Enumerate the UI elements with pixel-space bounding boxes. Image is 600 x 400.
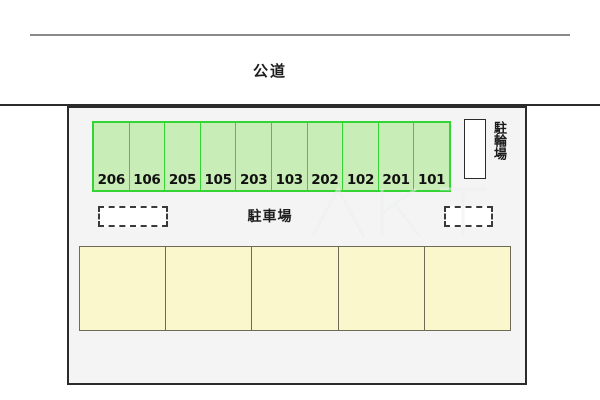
dashed-marker-box-right	[444, 206, 493, 227]
building-unit[interactable]	[80, 247, 167, 330]
parking-stall-number: 101	[418, 171, 446, 188]
parking-stall[interactable]: 202	[307, 123, 344, 190]
building-unit[interactable]	[424, 247, 511, 330]
road-line-bottom	[0, 104, 600, 106]
parking-stall-number: 202	[311, 171, 339, 188]
public-road-label: 公道	[252, 62, 287, 80]
building-unit[interactable]	[338, 247, 425, 330]
parking-stall[interactable]: 101	[414, 123, 449, 190]
road-line-top	[30, 34, 570, 36]
parking-stall[interactable]: 106	[129, 123, 166, 190]
bicycle-parking-box	[464, 119, 486, 179]
parking-stall-number: 203	[240, 171, 268, 188]
building-unit[interactable]	[252, 247, 339, 330]
parking-stall-number: 205	[168, 171, 197, 188]
parking-stall-number: 102	[346, 171, 375, 188]
bicycle-parking-area: 駐輪場	[464, 119, 516, 181]
parking-stall[interactable]: 103	[271, 123, 308, 190]
building-block	[79, 246, 511, 331]
dashed-marker-box-left	[98, 206, 168, 227]
parking-stall[interactable]: 203	[236, 123, 272, 190]
parking-stall[interactable]: 205	[165, 123, 201, 190]
parking-stall-number: 103	[275, 171, 304, 188]
parking-stall-number: 105	[204, 171, 232, 188]
parking-stall-number: 201	[382, 171, 410, 188]
parking-stall[interactable]: 102	[343, 123, 379, 190]
bicycle-parking-label: 駐輪場	[491, 121, 506, 160]
parking-lot-label: 駐車場	[247, 209, 293, 225]
building-unit[interactable]	[166, 247, 253, 330]
parking-stall-row: 206 106 205 105 203 103 202 102 201 101	[92, 121, 451, 192]
parking-stall-number: 206	[97, 171, 126, 188]
parking-stall[interactable]: 201	[378, 123, 415, 190]
parking-stall[interactable]: 206	[94, 123, 130, 190]
parking-stall-number: 106	[133, 171, 161, 188]
parking-stall[interactable]: 105	[200, 123, 237, 190]
